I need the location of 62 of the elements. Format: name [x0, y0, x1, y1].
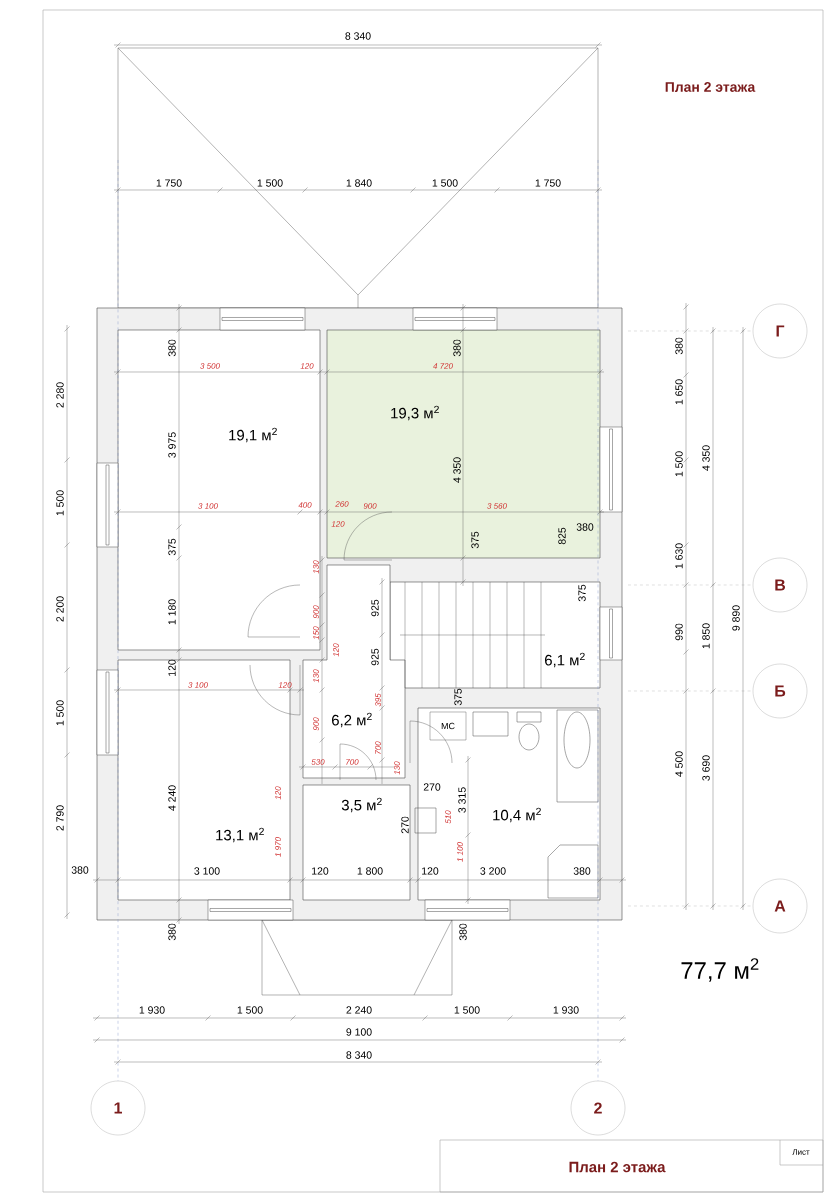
dimension-label: 1 500: [257, 179, 283, 187]
dimension-label: 1 500: [454, 1006, 480, 1014]
dimension-label: 380: [675, 337, 683, 355]
dimension-label: 1 850: [702, 623, 710, 649]
dimension-label: 375: [454, 688, 462, 706]
dimension-label: 2 790: [56, 805, 64, 831]
fixture-box: МС: [429, 711, 467, 741]
dimension-label: 4 240: [168, 785, 176, 811]
dimension-label: 1 750: [535, 179, 561, 187]
dimension-label: 3 100: [194, 867, 220, 875]
dimension-label: 2 280: [56, 382, 64, 408]
axis-bubble: В: [752, 557, 808, 613]
dimension-label: 2 200: [56, 596, 64, 622]
dimension-label: 270: [401, 816, 409, 834]
dimension-label: 1 180: [168, 599, 176, 625]
dimension-label: 380: [576, 523, 594, 531]
dimension-label: 1 840: [346, 179, 372, 187]
dimension-label: 1 500: [56, 700, 64, 726]
axis-bubble: Б: [752, 663, 808, 719]
dimension-label: 825: [558, 527, 566, 545]
dimension-label: 925: [371, 599, 379, 617]
dimension-label: 375: [168, 538, 176, 556]
dimension-label: 380: [168, 923, 176, 941]
dimension-label: 270: [423, 783, 441, 791]
axis-bubble: А: [752, 878, 808, 934]
title: План 2 этажа: [665, 82, 756, 92]
dimension-label: 3 200: [480, 867, 506, 875]
dimension-label: 1 800: [357, 867, 383, 875]
dimension-label: 120: [312, 867, 329, 875]
dimension-label: 4 350: [702, 445, 710, 471]
dimension-label: 1 500: [237, 1006, 263, 1014]
dimension-label: 1 500: [432, 179, 458, 187]
dimension-label: 375: [471, 531, 479, 549]
dimension-label: 9 100: [346, 1028, 372, 1036]
dimension-label: 380: [168, 339, 176, 357]
axis-bubble: 1: [90, 1080, 146, 1136]
dimension-label: 4 350: [453, 457, 461, 483]
dimension-label: 1 630: [675, 543, 683, 569]
dimension-label: 3 975: [168, 432, 176, 458]
dimension-label: 925: [371, 648, 379, 666]
dimension-label: 3 690: [702, 755, 710, 781]
dimension-label: 1 500: [675, 451, 683, 477]
dimension-label: 380: [573, 867, 591, 875]
dimension-label: 8 340: [346, 1051, 372, 1059]
dimension-label: 2 240: [346, 1006, 372, 1014]
axis-bubble: 2: [570, 1080, 626, 1136]
dimension-label: 380: [453, 339, 461, 357]
dimension-label: 1 500: [56, 490, 64, 516]
dimension-label: 375: [578, 584, 586, 602]
dimension-label: 380: [71, 866, 89, 874]
dimension-label: 1 930: [139, 1006, 165, 1014]
dimension-label: 8 340: [345, 32, 371, 40]
dimension-label: 1 930: [553, 1006, 579, 1014]
axis-bubble: Г: [752, 303, 808, 359]
dimension-label: 1 750: [156, 179, 182, 187]
dimension-label: 120: [168, 659, 176, 676]
dimension-label: 4 500: [675, 751, 683, 777]
dimension-label: 120: [422, 867, 439, 875]
dimension-label: 990: [675, 623, 683, 641]
dimension-label: 1 650: [675, 379, 683, 405]
dimension-label: 380: [459, 923, 467, 941]
dimension-label: 3 315: [458, 787, 466, 813]
